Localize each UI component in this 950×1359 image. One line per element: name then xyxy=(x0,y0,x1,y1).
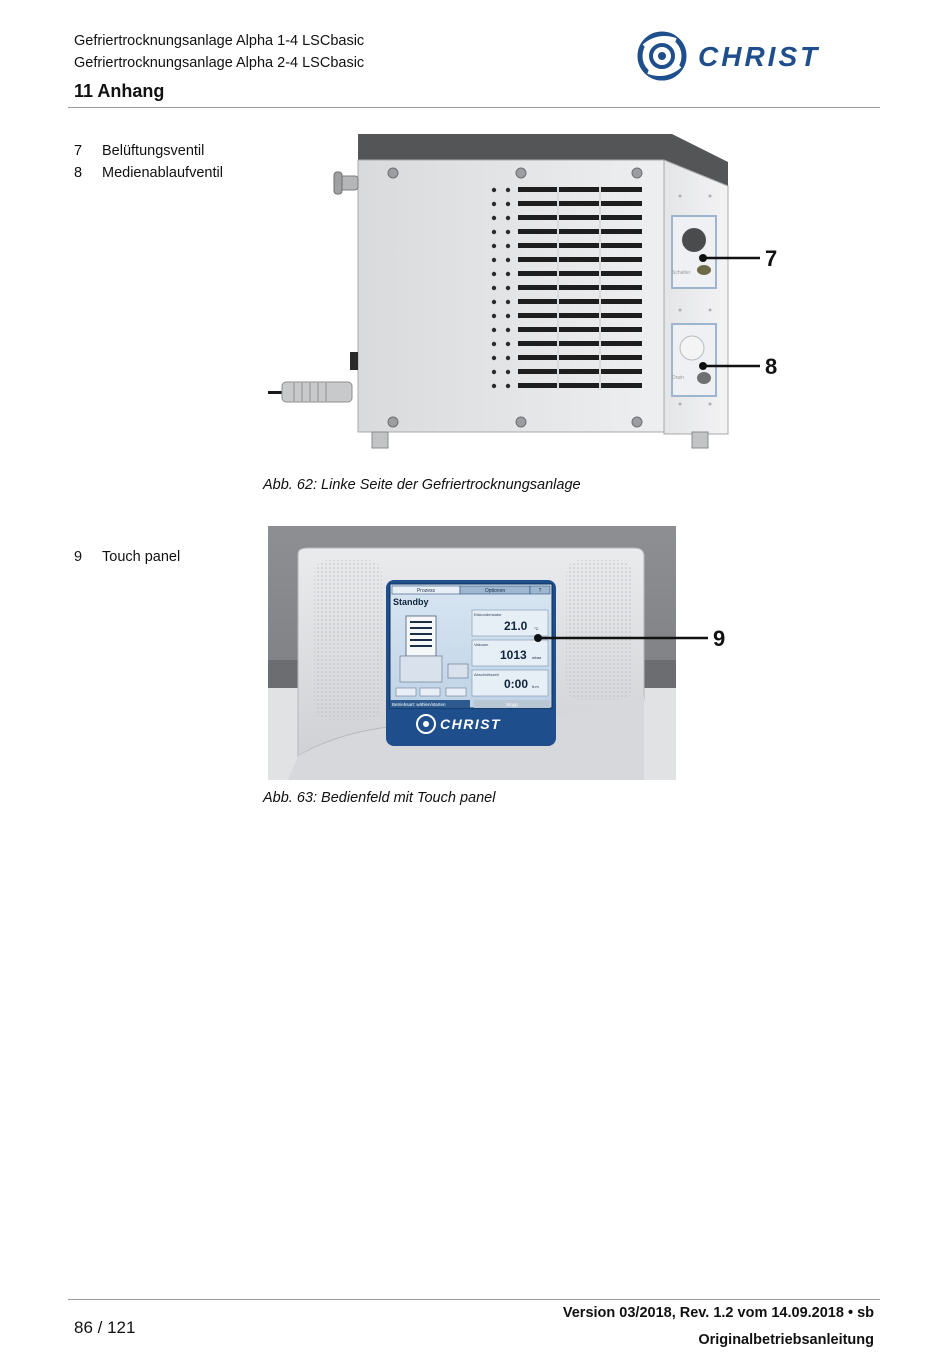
footer-rule xyxy=(68,1299,880,1300)
figure-caption-63: Abb. 63: Bedienfeld mit Touch panel xyxy=(263,790,496,806)
logo-wordmark: CHRIST xyxy=(698,41,820,72)
legend-label: Medienablaufventil xyxy=(102,165,223,181)
figure-caption-62: Abb. 62: Linke Seite der Gefriertrocknun… xyxy=(263,477,581,493)
section-title: 11 Anhang xyxy=(74,81,165,101)
screen-abschnitt-unit: h:m xyxy=(532,684,539,689)
callout-7: 7 xyxy=(765,246,777,271)
legend-label: Belüftungsventil xyxy=(102,143,205,159)
legend-item-8: 8 Medienablaufventil xyxy=(74,165,254,183)
christ-logo: CHRIST xyxy=(636,30,878,82)
screen-tab-prozess: Prozess xyxy=(417,588,436,594)
legend-number: 8 xyxy=(74,165,83,181)
screen-abschnitt-value: 0:00 xyxy=(504,677,528,691)
panel-label-upper: Schalter xyxy=(672,270,691,276)
screen-bottom-left: Betriebsart: wählen/starten xyxy=(392,702,446,707)
screen-tab-help: ? xyxy=(539,588,542,594)
legend-item-9: 9 Touch panel xyxy=(74,549,254,567)
callout-8: 8 xyxy=(765,354,777,379)
christ-logo-icon: CHRIST xyxy=(637,31,820,81)
screen-bottom-right: Stopp xyxy=(506,702,518,707)
legend-number: 7 xyxy=(74,143,83,159)
screen-eiskondensator-unit: °C xyxy=(534,626,539,631)
page-number: 86 / 121 xyxy=(74,1318,136,1337)
footer-version: Version 03/2018, Rev. 1.2 vom 14.09.2018… xyxy=(562,1305,874,1321)
header-rule xyxy=(68,107,880,108)
screen-eiskondensator-value: 21.0 xyxy=(504,619,528,633)
footer-doc-type: Originalbetriebsanleitung xyxy=(698,1332,874,1348)
screen-vakuum-label: Vakuum xyxy=(474,642,489,647)
screen-tab-optionen: Optionen xyxy=(485,588,506,594)
figure-device-left-side: Schalter Drain 7 8 xyxy=(262,128,792,458)
figure-control-panel: Prozess Optionen ? Standby Eiskondensato… xyxy=(268,526,738,780)
screen-logo-wordmark: CHRIST xyxy=(440,716,501,732)
callout-9: 9 xyxy=(713,626,725,651)
header-line-2: Gefriertrocknungsanlage Alpha 2-4 LSCbas… xyxy=(74,55,365,71)
screen-vakuum-unit: mbar xyxy=(532,655,542,660)
screen-vakuum-value: 1013 xyxy=(500,648,527,662)
panel-label-lower: Drain xyxy=(672,375,684,381)
screen-status: Standby xyxy=(393,597,429,607)
legend-item-7: 7 Belüftungsventil xyxy=(74,143,254,161)
header-line-1: Gefriertrocknungsanlage Alpha 1-4 LSCbas… xyxy=(74,33,365,49)
screen-abschnitt-label: Abschnittszeit xyxy=(474,672,500,677)
legend-number: 9 xyxy=(74,549,83,565)
screen-eiskondensator-label: Eiskondensator xyxy=(474,612,502,617)
legend-label: Touch panel xyxy=(102,549,181,565)
